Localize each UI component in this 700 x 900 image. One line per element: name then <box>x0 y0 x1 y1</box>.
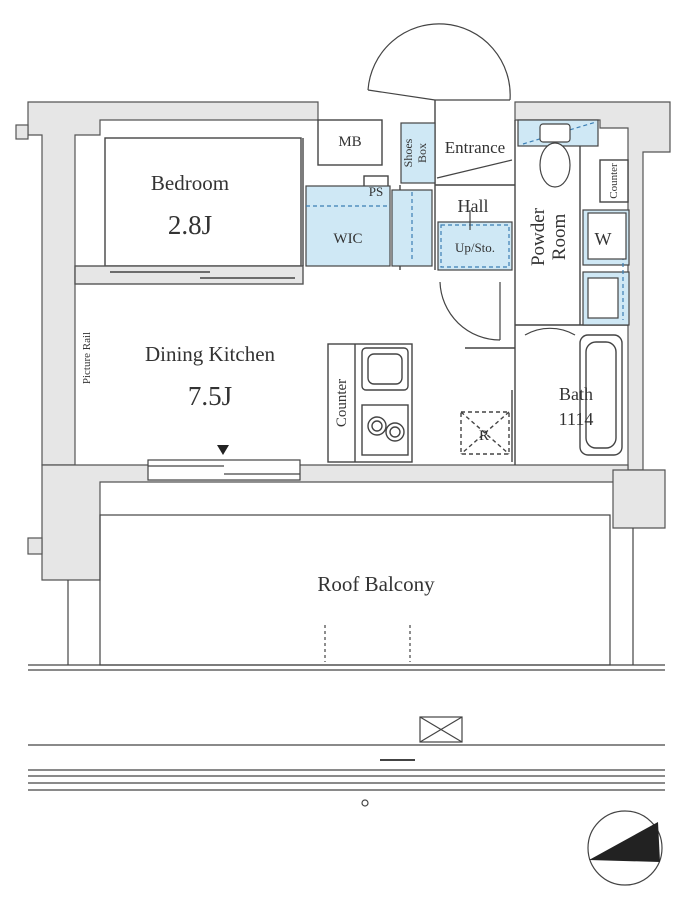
powder-room-label-2: Room <box>549 214 570 261</box>
triangle-down-icon <box>217 445 229 455</box>
interior-walls <box>74 100 629 465</box>
entrance-label: Entrance <box>445 138 505 157</box>
balcony <box>28 514 665 671</box>
vent-box-icon <box>419 716 463 743</box>
bath-size: 1114 <box>559 409 594 429</box>
bedroom-size: 2.8J <box>168 210 212 240</box>
road-lines <box>28 744 665 807</box>
dk-window <box>147 459 301 481</box>
bedroom-name: Bedroom <box>151 171 229 195</box>
up-sto-label: Up/Sto. <box>455 240 495 255</box>
wic-label: WIC <box>333 231 362 247</box>
washer-icon <box>587 212 627 319</box>
doors <box>367 23 576 341</box>
roof-balcony-label: Roof Balcony <box>317 572 435 596</box>
picture-rail-label: Picture Rail <box>81 332 93 384</box>
shoes-box-label-1: Shoes <box>401 138 415 167</box>
hall-label: Hall <box>458 196 489 216</box>
washer-label: W <box>595 229 612 249</box>
counter-powder-label: Counter <box>608 163 620 199</box>
refrigerator-label: R <box>479 428 489 444</box>
bath-name: Bath <box>559 384 593 404</box>
ps-label: PS <box>369 184 383 199</box>
north-arrow-icon <box>587 810 663 886</box>
mb-label: MB <box>338 134 361 150</box>
counter-kitchen-label: Counter <box>334 379 350 427</box>
toilet-icon <box>539 123 571 188</box>
storage-areas <box>305 119 630 326</box>
shoes-box-label-2: Box <box>415 143 429 163</box>
dk-name: Dining Kitchen <box>145 342 276 366</box>
powder-room-label-1: Powder <box>528 207 549 266</box>
dk-size: 7.5J <box>188 381 232 411</box>
walls <box>15 101 671 581</box>
